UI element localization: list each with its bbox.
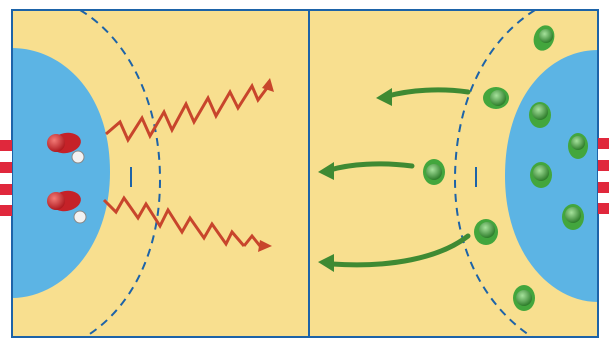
arrowhead-green-top [376, 88, 392, 106]
attacker-player-bottom [47, 190, 87, 224]
defender-player [529, 102, 551, 128]
defender-arrow-middle [327, 161, 415, 173]
attacker-player-top [47, 132, 85, 164]
defender-player [474, 219, 498, 245]
defender-player [533, 25, 555, 51]
goal-right [598, 138, 609, 214]
ball-icon [73, 210, 87, 224]
defender-player [562, 204, 584, 230]
defender-player [423, 159, 445, 185]
ball-icon [71, 150, 85, 164]
defender-arrow-top [385, 87, 471, 99]
defender-player [530, 162, 552, 188]
defender-player [513, 285, 535, 311]
zigzag-run-arrow-upper [105, 82, 272, 144]
defender-player [483, 87, 509, 109]
free-throw-line-left [79, 10, 162, 337]
goal-area-left [12, 48, 110, 298]
goal-left [0, 140, 12, 216]
arrowhead-lower [258, 240, 272, 252]
defender-arrow-bottom [329, 233, 471, 268]
arrowhead-green-middle [318, 162, 334, 180]
arrowhead-upper [262, 78, 274, 92]
defender-player [568, 133, 588, 159]
free-throw-line-right [453, 10, 536, 337]
arrowhead-green-bottom [318, 254, 334, 272]
zigzag-run-arrow-lower [102, 195, 246, 247]
